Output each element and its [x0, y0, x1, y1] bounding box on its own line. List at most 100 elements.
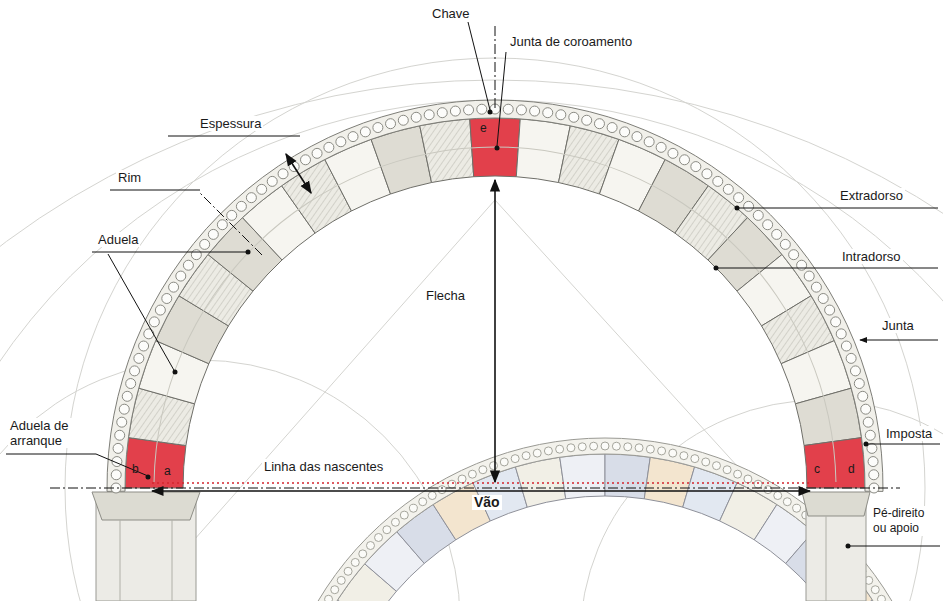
bead-moulding [117, 417, 127, 427]
leader-line [866, 444, 940, 445]
leader-line [497, 52, 506, 146]
lower-arch [712, 462, 720, 470]
bead-moulding [836, 329, 846, 339]
leader-line [96, 454, 148, 476]
bead-moulding [386, 119, 396, 129]
bead-moulding [191, 250, 201, 260]
leader-dot [495, 146, 500, 151]
lower-arch [479, 466, 487, 474]
bead-moulding [861, 404, 871, 414]
lower-arch [383, 526, 391, 534]
column-pier [120, 520, 121, 601]
bead-moulding [119, 404, 129, 414]
bead-moulding [744, 201, 754, 211]
lower-arch [646, 445, 654, 453]
bead-moulding [644, 137, 654, 147]
bead-moulding [818, 294, 828, 304]
lower-arch [774, 492, 782, 500]
bead-moulding [753, 210, 763, 220]
bead-moulding [763, 220, 773, 230]
lower-arch [680, 452, 688, 460]
lower-arch [544, 447, 552, 455]
part-label: Chave [430, 6, 472, 21]
bead-moulding [236, 201, 246, 211]
column-pier [802, 492, 870, 516]
lower-arch [702, 458, 710, 466]
leader-line [92, 252, 248, 253]
bead-moulding [183, 260, 193, 270]
bead-moulding [324, 142, 334, 152]
leader-dot [735, 206, 740, 211]
lower-arch [556, 445, 564, 453]
bead-moulding [869, 470, 879, 480]
point-letter: c [812, 462, 822, 477]
leader-lines [6, 22, 940, 546]
bead-moulding [130, 366, 140, 376]
haunch-axis [199, 192, 262, 255]
vault-sketch [65, 58, 925, 601]
bead-moulding [162, 294, 172, 304]
point-letter: a [162, 464, 173, 479]
voussoir-ring [125, 118, 865, 488]
bead-moulding [723, 184, 733, 194]
lower-arch [560, 454, 605, 499]
bead-moulding [620, 127, 630, 137]
lower-arch [624, 443, 632, 451]
springing-dotted-line [152, 482, 810, 484]
lower-arch [490, 462, 498, 470]
lower-arch [448, 480, 456, 488]
bead-moulding [139, 341, 149, 351]
lower-arch [669, 449, 677, 457]
leader-dot [846, 544, 851, 549]
column-pier [92, 492, 200, 520]
bead-moulding [831, 317, 841, 327]
bead-moulding [208, 229, 218, 239]
lower-arch [877, 595, 885, 601]
lower-arch [744, 475, 752, 483]
lower-arch [337, 576, 345, 584]
bead-moulding [126, 379, 136, 389]
lower-arch [601, 442, 609, 450]
lower-arch [409, 504, 417, 512]
bead-moulding [267, 176, 277, 186]
bead-moulding [257, 184, 267, 194]
span-arrow [152, 490, 810, 492]
bead-moulding [780, 239, 790, 249]
bead-moulding [169, 282, 179, 292]
springing-line [50, 488, 900, 489]
part-label: Intradorso [840, 249, 903, 264]
bead-moulding [398, 115, 408, 125]
voussoir-ring [125, 438, 186, 488]
bead-moulding [312, 148, 322, 158]
part-label: Pé-direito ou apoio [871, 506, 939, 536]
lower-arch [400, 511, 408, 519]
lower-arch [331, 586, 339, 594]
bead-moulding [278, 169, 288, 179]
bead-moulding [846, 353, 856, 363]
part-label: Aduela de arranque [8, 418, 92, 448]
bead-moulding [668, 148, 678, 158]
bead-moulding [122, 391, 132, 401]
bead-moulding [464, 105, 474, 115]
lower-arch [522, 452, 530, 460]
lower-arch [438, 486, 446, 494]
bead-moulding [301, 155, 311, 165]
leader-line [737, 208, 938, 209]
bead-moulding [841, 341, 851, 351]
leader-dot [864, 442, 869, 447]
lower-arch [734, 470, 742, 478]
bead-moulding [713, 176, 723, 186]
bead-moulding [825, 305, 835, 315]
bead-moulding [680, 155, 690, 165]
bead-moulding [107, 100, 883, 491]
bead-moulding [702, 169, 712, 179]
part-label: Espessura [198, 116, 263, 131]
bead-moulding [854, 379, 864, 389]
bead-moulding [111, 470, 121, 480]
bead-moulding [373, 123, 383, 133]
column-pier [172, 520, 173, 601]
part-label: Imposta [884, 426, 934, 441]
part-label: Aduela [96, 232, 140, 247]
